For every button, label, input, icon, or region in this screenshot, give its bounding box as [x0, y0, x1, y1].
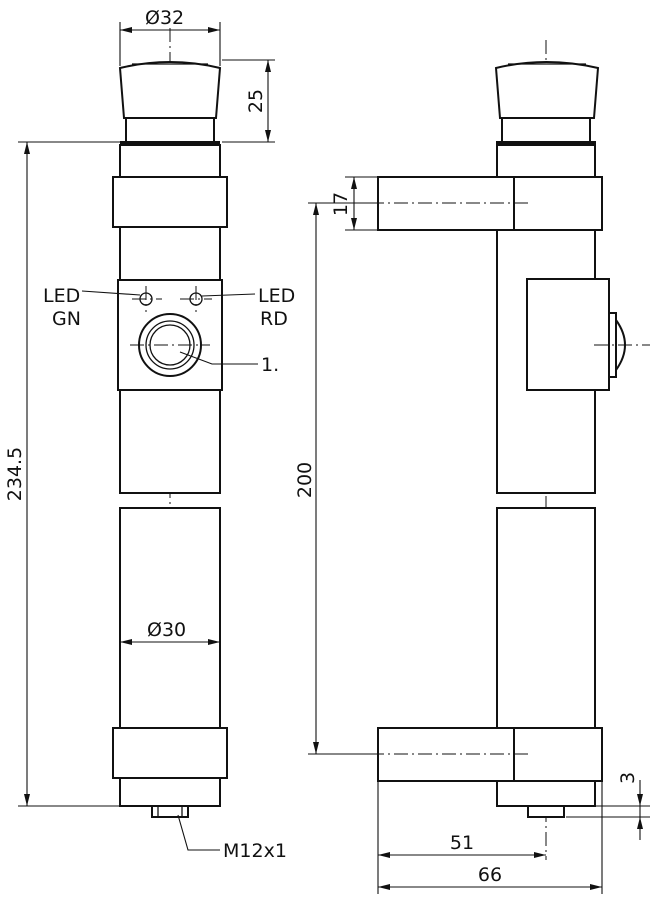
side-m12-connector — [527, 805, 565, 818]
side-upper-band — [513, 176, 603, 231]
dim-cap-height-label: 25 — [245, 89, 267, 113]
dim-bracket-thickness-label: 17 — [330, 192, 352, 216]
button-callout-leader — [179, 351, 258, 365]
dim3-arrow-bottom — [637, 817, 643, 829]
dim32-arrow-right — [208, 27, 220, 33]
dim51-arrow-right — [534, 852, 546, 858]
led-rd-leader — [201, 293, 256, 297]
side-collar — [501, 117, 591, 143]
dim3-arrow-top — [637, 794, 643, 806]
dim200-arrow-top — [313, 203, 319, 215]
dim66-arrow-right — [590, 884, 602, 890]
dim-overall-length-label: 234.5 — [4, 447, 26, 501]
dim25-arrow-bottom — [265, 130, 271, 142]
dim234-arrow-top — [24, 142, 30, 154]
led-gn-leader — [81, 290, 141, 296]
dim66-arrow-left — [378, 884, 390, 890]
side-led-housing — [526, 278, 610, 391]
dim-cap-diameter-label: Ø32 — [145, 7, 184, 29]
front-collar — [125, 117, 215, 143]
led-rd-label-top: LED — [258, 285, 295, 307]
dim200-arrow-bottom — [313, 742, 319, 754]
dim17-arrow-bottom — [351, 218, 357, 230]
front-m12-connector — [151, 805, 189, 818]
dim234-arrow-bottom — [24, 794, 30, 806]
front-lower-band — [112, 727, 228, 779]
front-button-cap — [118, 61, 222, 119]
dim25-arrow-top — [265, 60, 271, 72]
led-gn-label-bottom: GN — [52, 308, 81, 330]
dim51-arrow-left — [378, 852, 390, 858]
front-upper-band — [112, 176, 228, 228]
dim32-arrow-left — [120, 27, 132, 33]
front-view — [18, 22, 275, 851]
front-button-middle — [145, 320, 195, 370]
dim17-arrow-top — [351, 177, 357, 189]
button-callout-label: 1. — [261, 354, 279, 376]
dim30-arrow-left — [120, 639, 132, 645]
m12-leader — [177, 814, 220, 851]
side-view — [308, 40, 650, 894]
dim-connector-offset-label: 3 — [617, 772, 639, 784]
front-collar-ring — [120, 141, 220, 145]
dim-bracket-spacing-label: 200 — [294, 462, 316, 498]
m12-thread-label: M12x1 — [223, 840, 287, 862]
side-button-cap — [494, 61, 600, 119]
led-gn-label-top: LED — [43, 285, 80, 307]
side-collar-ring — [496, 141, 596, 145]
dim30-arrow-right — [208, 639, 220, 645]
led-rd-label-bottom: RD — [260, 308, 288, 330]
side-lower-band — [513, 727, 603, 782]
dim-total-depth-label: 66 — [478, 864, 502, 886]
dim-axis-offset-label: 51 — [450, 832, 474, 854]
dim-tube-diameter-label: Ø30 — [147, 619, 186, 641]
